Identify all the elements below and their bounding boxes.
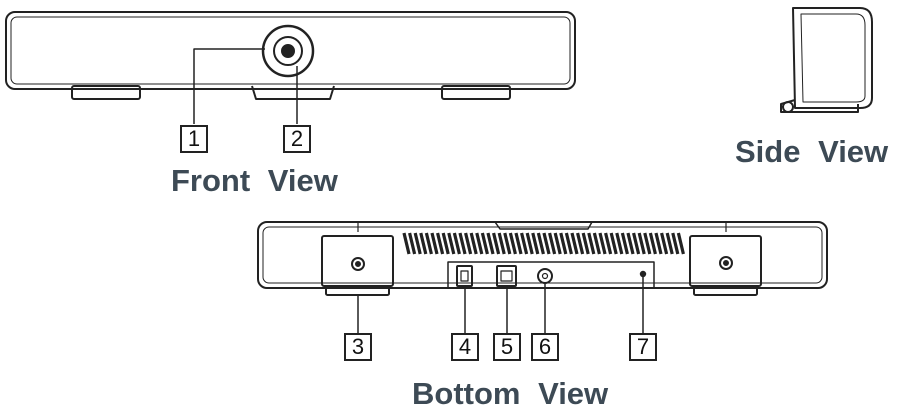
camera-lens-center xyxy=(281,44,295,58)
ports-panel xyxy=(447,261,655,289)
front-left-foot xyxy=(71,85,141,100)
front-view-drawing xyxy=(5,11,576,124)
callout-7: 7 xyxy=(629,333,657,361)
side-body-inner xyxy=(800,13,866,103)
bottom-view-drawing xyxy=(257,221,828,333)
front-center-base xyxy=(251,85,335,100)
bottom-hinge-strip xyxy=(494,221,593,230)
front-right-foot xyxy=(441,85,511,100)
front-body xyxy=(5,11,576,90)
bottom-left-screw xyxy=(351,257,365,271)
port-6-power xyxy=(537,268,553,284)
leader-line-1 xyxy=(193,48,265,124)
camera-lens xyxy=(261,24,315,78)
side-stand-hinge xyxy=(782,101,794,113)
callout-3: 3 xyxy=(344,333,372,361)
bottom-left-foot xyxy=(321,235,394,287)
bottom-right-screw xyxy=(719,256,733,270)
side-view-drawing xyxy=(780,7,873,113)
bottom-view-label: Bottom View xyxy=(412,376,609,411)
callout-5: 5 xyxy=(493,333,521,361)
front-view-label: Front View xyxy=(171,163,338,198)
camera-lens-inner xyxy=(273,36,303,66)
callout-6: 6 xyxy=(531,333,559,361)
bottom-right-foot-edge xyxy=(693,285,758,296)
bottom-body xyxy=(257,221,828,289)
side-body xyxy=(792,7,873,109)
callout-1: 1 xyxy=(180,125,208,153)
front-body-inner xyxy=(10,16,571,85)
callout-2: 2 xyxy=(283,125,311,153)
side-view-label: Side View xyxy=(735,134,889,169)
port-7-reset xyxy=(639,270,647,278)
callout-4: 4 xyxy=(451,333,479,361)
bottom-vent-slots xyxy=(402,232,685,255)
